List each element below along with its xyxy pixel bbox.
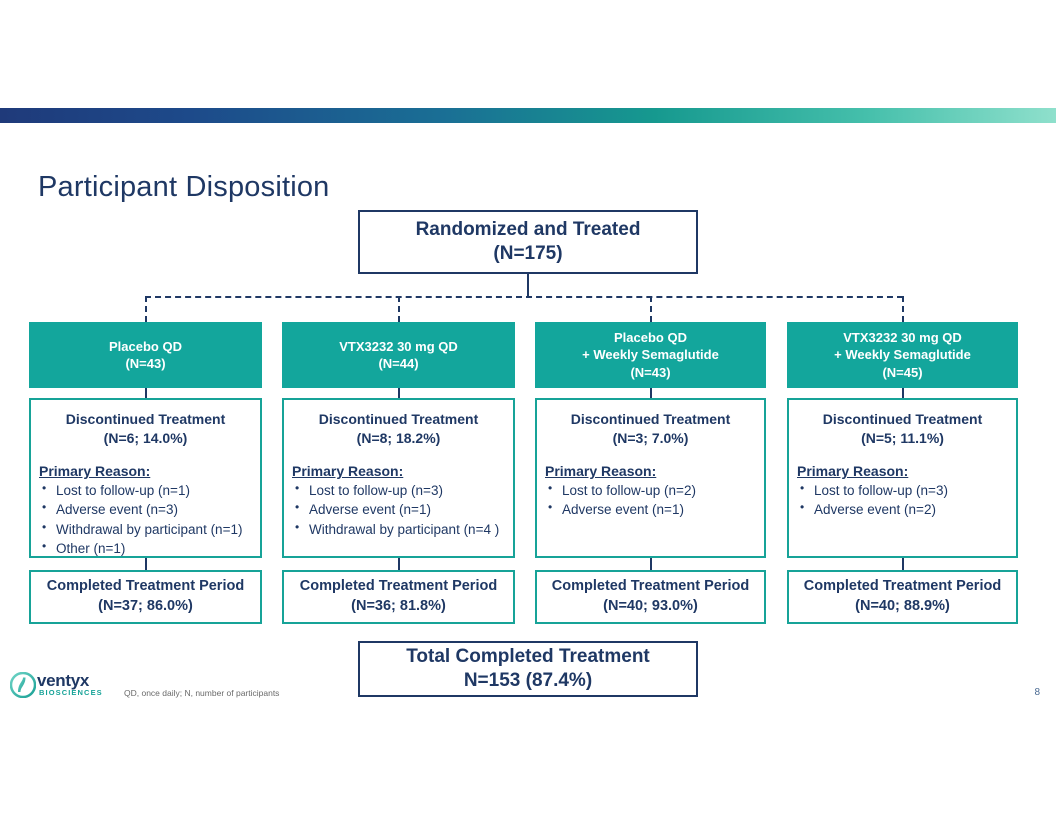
logo-wordmark: ventyx	[37, 671, 90, 690]
arm-box-2: VTX3232 30 mg QD (N=44)	[282, 322, 515, 388]
connector-disc3-to-comp3	[650, 558, 652, 570]
connector-arm4-to-disc4	[902, 388, 904, 398]
comp-1-title: Completed Treatment Period	[46, 578, 245, 595]
list-item: Other (n=1)	[39, 538, 252, 558]
arm-4-line-2: + Weekly Semaglutide	[834, 347, 971, 363]
arm-1-line-2: (N=43)	[125, 356, 166, 371]
connector-drop-arm-1	[145, 296, 147, 322]
connector-drop-arm-4	[902, 296, 904, 322]
connector-disc2-to-comp2	[398, 558, 400, 570]
disc-4-title: Discontinued Treatment	[822, 411, 983, 427]
randomized-title: Randomized and Treated	[415, 218, 641, 240]
page-title: Participant Disposition	[38, 171, 330, 204]
disc-3-reason-list: Lost to follow-up (n=2) Adverse event (n…	[545, 480, 756, 519]
comp-1-count: (N=37; 86.0%)	[98, 598, 193, 614]
randomized-count: (N=175)	[493, 243, 563, 264]
connector-root-stem	[527, 274, 529, 296]
completed-box-3: Completed Treatment Period (N=40; 93.0%)	[535, 570, 766, 624]
comp-4-title: Completed Treatment Period	[803, 578, 1002, 595]
arm-2-line-2: (N=44)	[378, 356, 419, 371]
connector-arm3-to-disc3	[650, 388, 652, 398]
list-item: Adverse event (n=1)	[545, 499, 756, 519]
completed-box-4: Completed Treatment Period (N=40; 88.9%)	[787, 570, 1018, 624]
total-title: Total Completed Treatment	[406, 645, 650, 667]
arm-4-line-3: (N=45)	[882, 364, 923, 380]
connector-arm1-to-disc1	[145, 388, 147, 398]
arm-box-1: Placebo QD (N=43)	[29, 322, 262, 388]
discontinued-box-1: Discontinued Treatment (N=6; 14.0%) Prim…	[29, 398, 262, 558]
list-item: Adverse event (n=1)	[292, 499, 505, 519]
arm-3-line-3: (N=43)	[630, 364, 671, 380]
disc-4-reason-list: Lost to follow-up (n=3) Adverse event (n…	[797, 480, 1008, 519]
discontinued-box-2: Discontinued Treatment (N=8; 18.2%) Prim…	[282, 398, 515, 558]
arm-4-line-1: VTX3232 30 mg QD	[843, 330, 962, 346]
brand-gradient-bar	[0, 108, 1056, 123]
connector-drop-arm-2	[398, 296, 400, 322]
disc-4-count: (N=5; 11.1%)	[861, 429, 944, 446]
disc-1-reason-label: Primary Reason:	[39, 462, 151, 479]
list-item: Withdrawal by participant (n=1)	[39, 519, 252, 539]
arm-3-line-2: + Weekly Semaglutide	[582, 347, 719, 363]
disc-3-reason-label: Primary Reason:	[545, 462, 657, 479]
disc-2-reason-label: Primary Reason:	[292, 462, 404, 479]
randomized-and-treated-box: Randomized and Treated (N=175)	[358, 210, 698, 274]
total-completed-treatment-box: Total Completed Treatment N=153 (87.4%)	[358, 641, 698, 697]
list-item: Lost to follow-up (n=3)	[292, 480, 505, 500]
comp-2-count: (N=36; 81.8%)	[351, 598, 446, 614]
list-item: Adverse event (n=2)	[797, 499, 1008, 519]
footnote: QD, once daily; N, number of participant…	[124, 688, 280, 698]
list-item: Withdrawal by participant (n=4 )	[292, 519, 505, 539]
arm-1-line-1: Placebo QD	[109, 338, 182, 354]
arm-3-line-1: Placebo QD	[614, 330, 687, 346]
comp-2-title: Completed Treatment Period	[299, 578, 498, 595]
list-item: Lost to follow-up (n=3)	[797, 480, 1008, 500]
disc-3-count: (N=3; 7.0%)	[612, 429, 689, 446]
completed-box-2: Completed Treatment Period (N=36; 81.8%)	[282, 570, 515, 624]
connector-arm2-to-disc2	[398, 388, 400, 398]
completed-box-1: Completed Treatment Period (N=37; 86.0%)	[29, 570, 262, 624]
total-count: N=153 (87.4%)	[463, 670, 593, 691]
page-number: 8	[1034, 687, 1040, 698]
list-item: Adverse event (n=3)	[39, 499, 252, 519]
connector-drop-arm-3	[650, 296, 652, 322]
disc-1-reason-list: Lost to follow-up (n=1) Adverse event (n…	[39, 480, 252, 558]
ventyx-swoosh-icon	[10, 672, 36, 698]
connector-disc1-to-comp1	[145, 558, 147, 570]
discontinued-box-4: Discontinued Treatment (N=5; 11.1%) Prim…	[787, 398, 1018, 558]
disc-2-title: Discontinued Treatment	[318, 411, 479, 427]
arm-2-line-1: VTX3232 30 mg QD	[339, 338, 458, 354]
disc-2-reason-list: Lost to follow-up (n=3) Adverse event (n…	[292, 480, 505, 539]
discontinued-box-3: Discontinued Treatment (N=3; 7.0%) Prima…	[535, 398, 766, 558]
list-item: Lost to follow-up (n=2)	[545, 480, 756, 500]
arm-box-3: Placebo QD + Weekly Semaglutide (N=43)	[535, 322, 766, 388]
comp-3-title: Completed Treatment Period	[551, 578, 750, 595]
disc-1-count: (N=6; 14.0%)	[103, 429, 188, 446]
list-item: Lost to follow-up (n=1)	[39, 480, 252, 500]
connector-disc4-to-comp4	[902, 558, 904, 570]
logo-subtitle: BIOSCIENCES	[39, 688, 103, 697]
disc-4-reason-label: Primary Reason:	[797, 462, 909, 479]
company-logo: ventyx BIOSCIENCES	[10, 670, 110, 702]
arm-box-4: VTX3232 30 mg QD + Weekly Semaglutide (N…	[787, 322, 1018, 388]
disc-3-title: Discontinued Treatment	[570, 411, 731, 427]
comp-4-count: (N=40; 88.9%)	[855, 598, 950, 614]
disc-1-title: Discontinued Treatment	[65, 411, 226, 427]
comp-3-count: (N=40; 93.0%)	[603, 598, 698, 614]
disc-2-count: (N=8; 18.2%)	[356, 429, 441, 446]
connector-horizontal-bar	[145, 296, 903, 298]
